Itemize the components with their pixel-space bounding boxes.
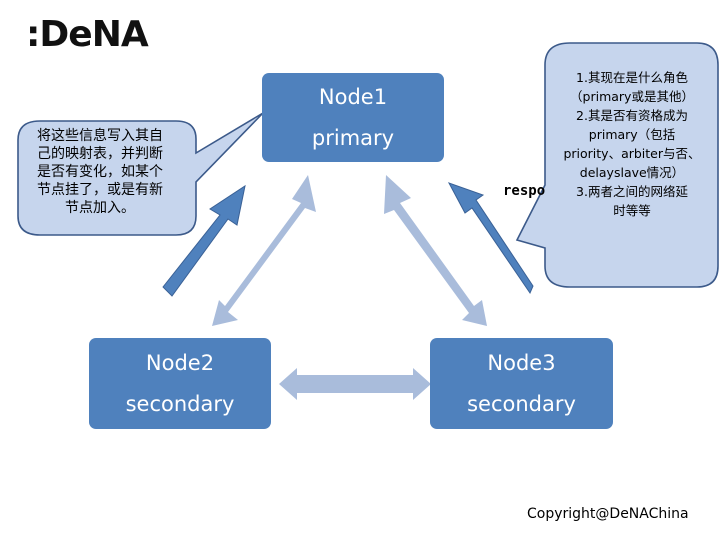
callout-right-line: primary（包括 [588, 127, 676, 142]
node1-name: Node1 [318, 84, 388, 109]
node2-role: secondary [125, 391, 235, 416]
node1-box: Node1 primary [262, 73, 444, 162]
callout-right-line: （primary或是其他） [570, 89, 694, 104]
double-arrow-node1-node3 [384, 175, 487, 326]
copyright-text: Copyright@DeNAChina [527, 506, 689, 522]
node1-role: primary [311, 125, 395, 150]
partial-response-label: respo [503, 183, 546, 199]
callout-right-line: 2.其是否有资格成为 [576, 108, 688, 123]
node2-name: Node2 [145, 350, 215, 375]
callout-left-line: 节点挂了，或是有新 [37, 182, 163, 198]
callout-left-line: 己的映射表，并判断 [37, 146, 163, 162]
callout-right-line: delayslave情况） [579, 165, 685, 180]
callout-left-line: 是否有变化，如某个 [37, 164, 163, 180]
callout-right-line: priority、arbiter与否、 [563, 146, 701, 161]
dena-logo: :DeNA [26, 14, 149, 55]
callout-right-text: 1.其现在是什么角色 （primary或是其他） 2.其是否有资格成为 prim… [548, 68, 716, 220]
callout-left-text: 将这些信息写入其自 己的映射表，并判断 是否有变化，如某个 节点挂了，或是有新 … [20, 127, 180, 217]
double-arrow-node2-node3 [279, 368, 431, 400]
node3-box: Node3 secondary [430, 338, 613, 429]
callout-right-shape [515, 42, 719, 288]
node2-box: Node2 secondary [89, 338, 271, 429]
callout-right-line: 时等等 [613, 203, 651, 218]
arrow-node2-to-node1 [162, 184, 246, 297]
node3-name: Node3 [487, 350, 556, 375]
callout-right-line: 1.其现在是什么角色 [576, 70, 688, 85]
callout-left-shape [17, 112, 264, 236]
double-arrow-node1-node2 [212, 175, 316, 326]
arrow-node3-to-node1 [447, 182, 534, 295]
callout-left-line: 节点加入。 [65, 200, 135, 216]
node3-role: secondary [467, 391, 576, 416]
callout-left-line: 将这些信息写入其自 [37, 128, 163, 144]
callout-right-line: 3.两者之间的网络延 [576, 184, 688, 199]
